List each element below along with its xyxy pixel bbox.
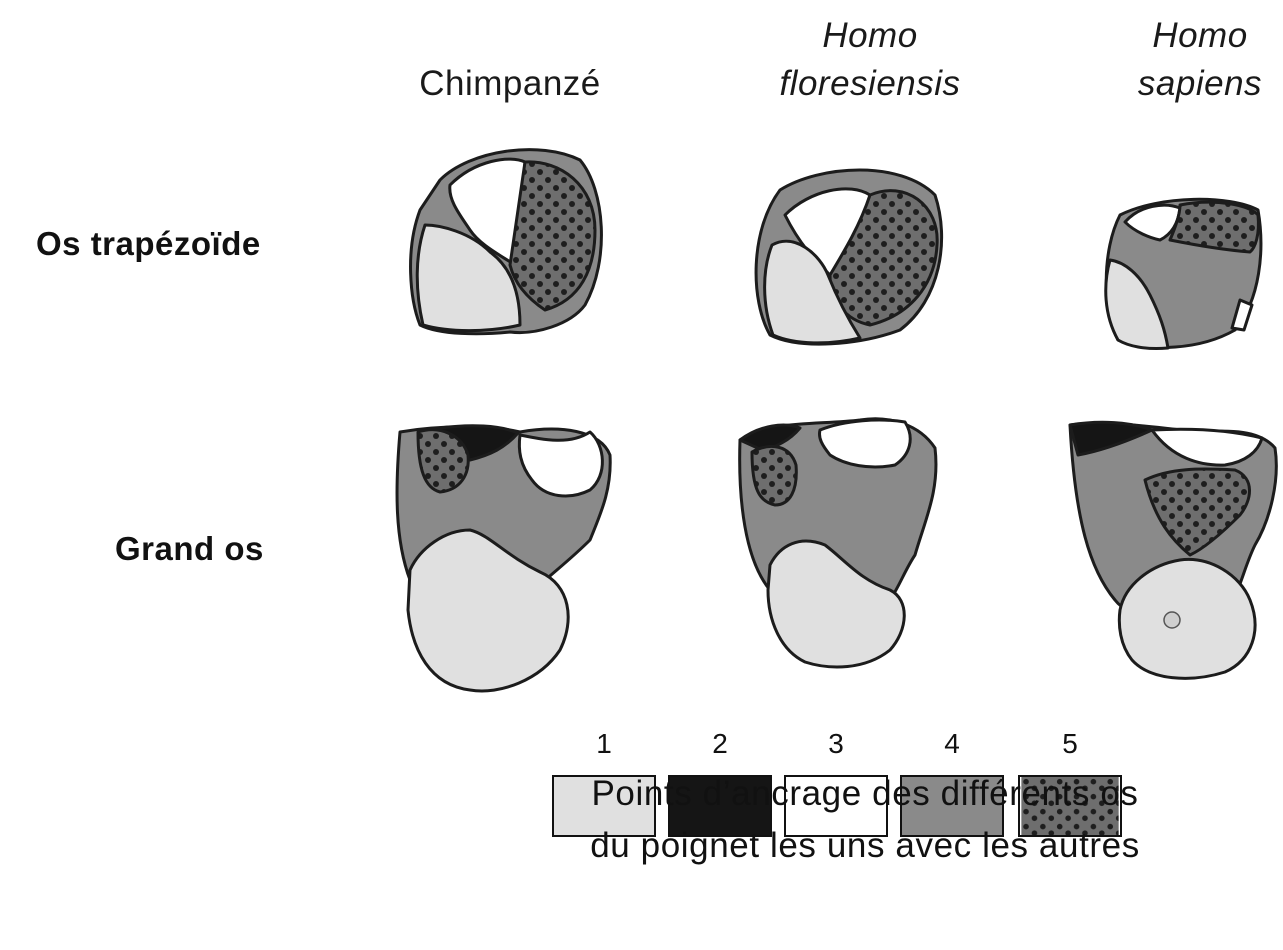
legend-number-3: 3 <box>784 728 888 760</box>
legend-caption: Points d’ancrage des différents os du po… <box>470 768 1260 872</box>
chimpanzee-trapezoid-bone <box>411 150 602 334</box>
legend-number-4: 4 <box>900 728 1004 760</box>
floresiensis-trapezoid-bone <box>756 170 942 344</box>
articular-facet-light <box>1119 559 1255 678</box>
legend-number-5: 5 <box>1018 728 1122 760</box>
chimpanzee-capitate-bone <box>397 426 610 691</box>
legend-caption-line1: Points d’ancrage des différents os <box>470 768 1260 820</box>
legend-number-2: 2 <box>668 728 772 760</box>
sapiens-capitate-bone <box>1070 422 1276 678</box>
floresiensis-capitate-bone <box>740 419 936 667</box>
legend-number-1: 1 <box>552 728 656 760</box>
sapiens-trapezoid-bone <box>1106 199 1261 348</box>
legend-caption-line2: du poignet les uns avec les autres <box>470 820 1260 872</box>
bone-tubercle <box>1164 612 1180 628</box>
